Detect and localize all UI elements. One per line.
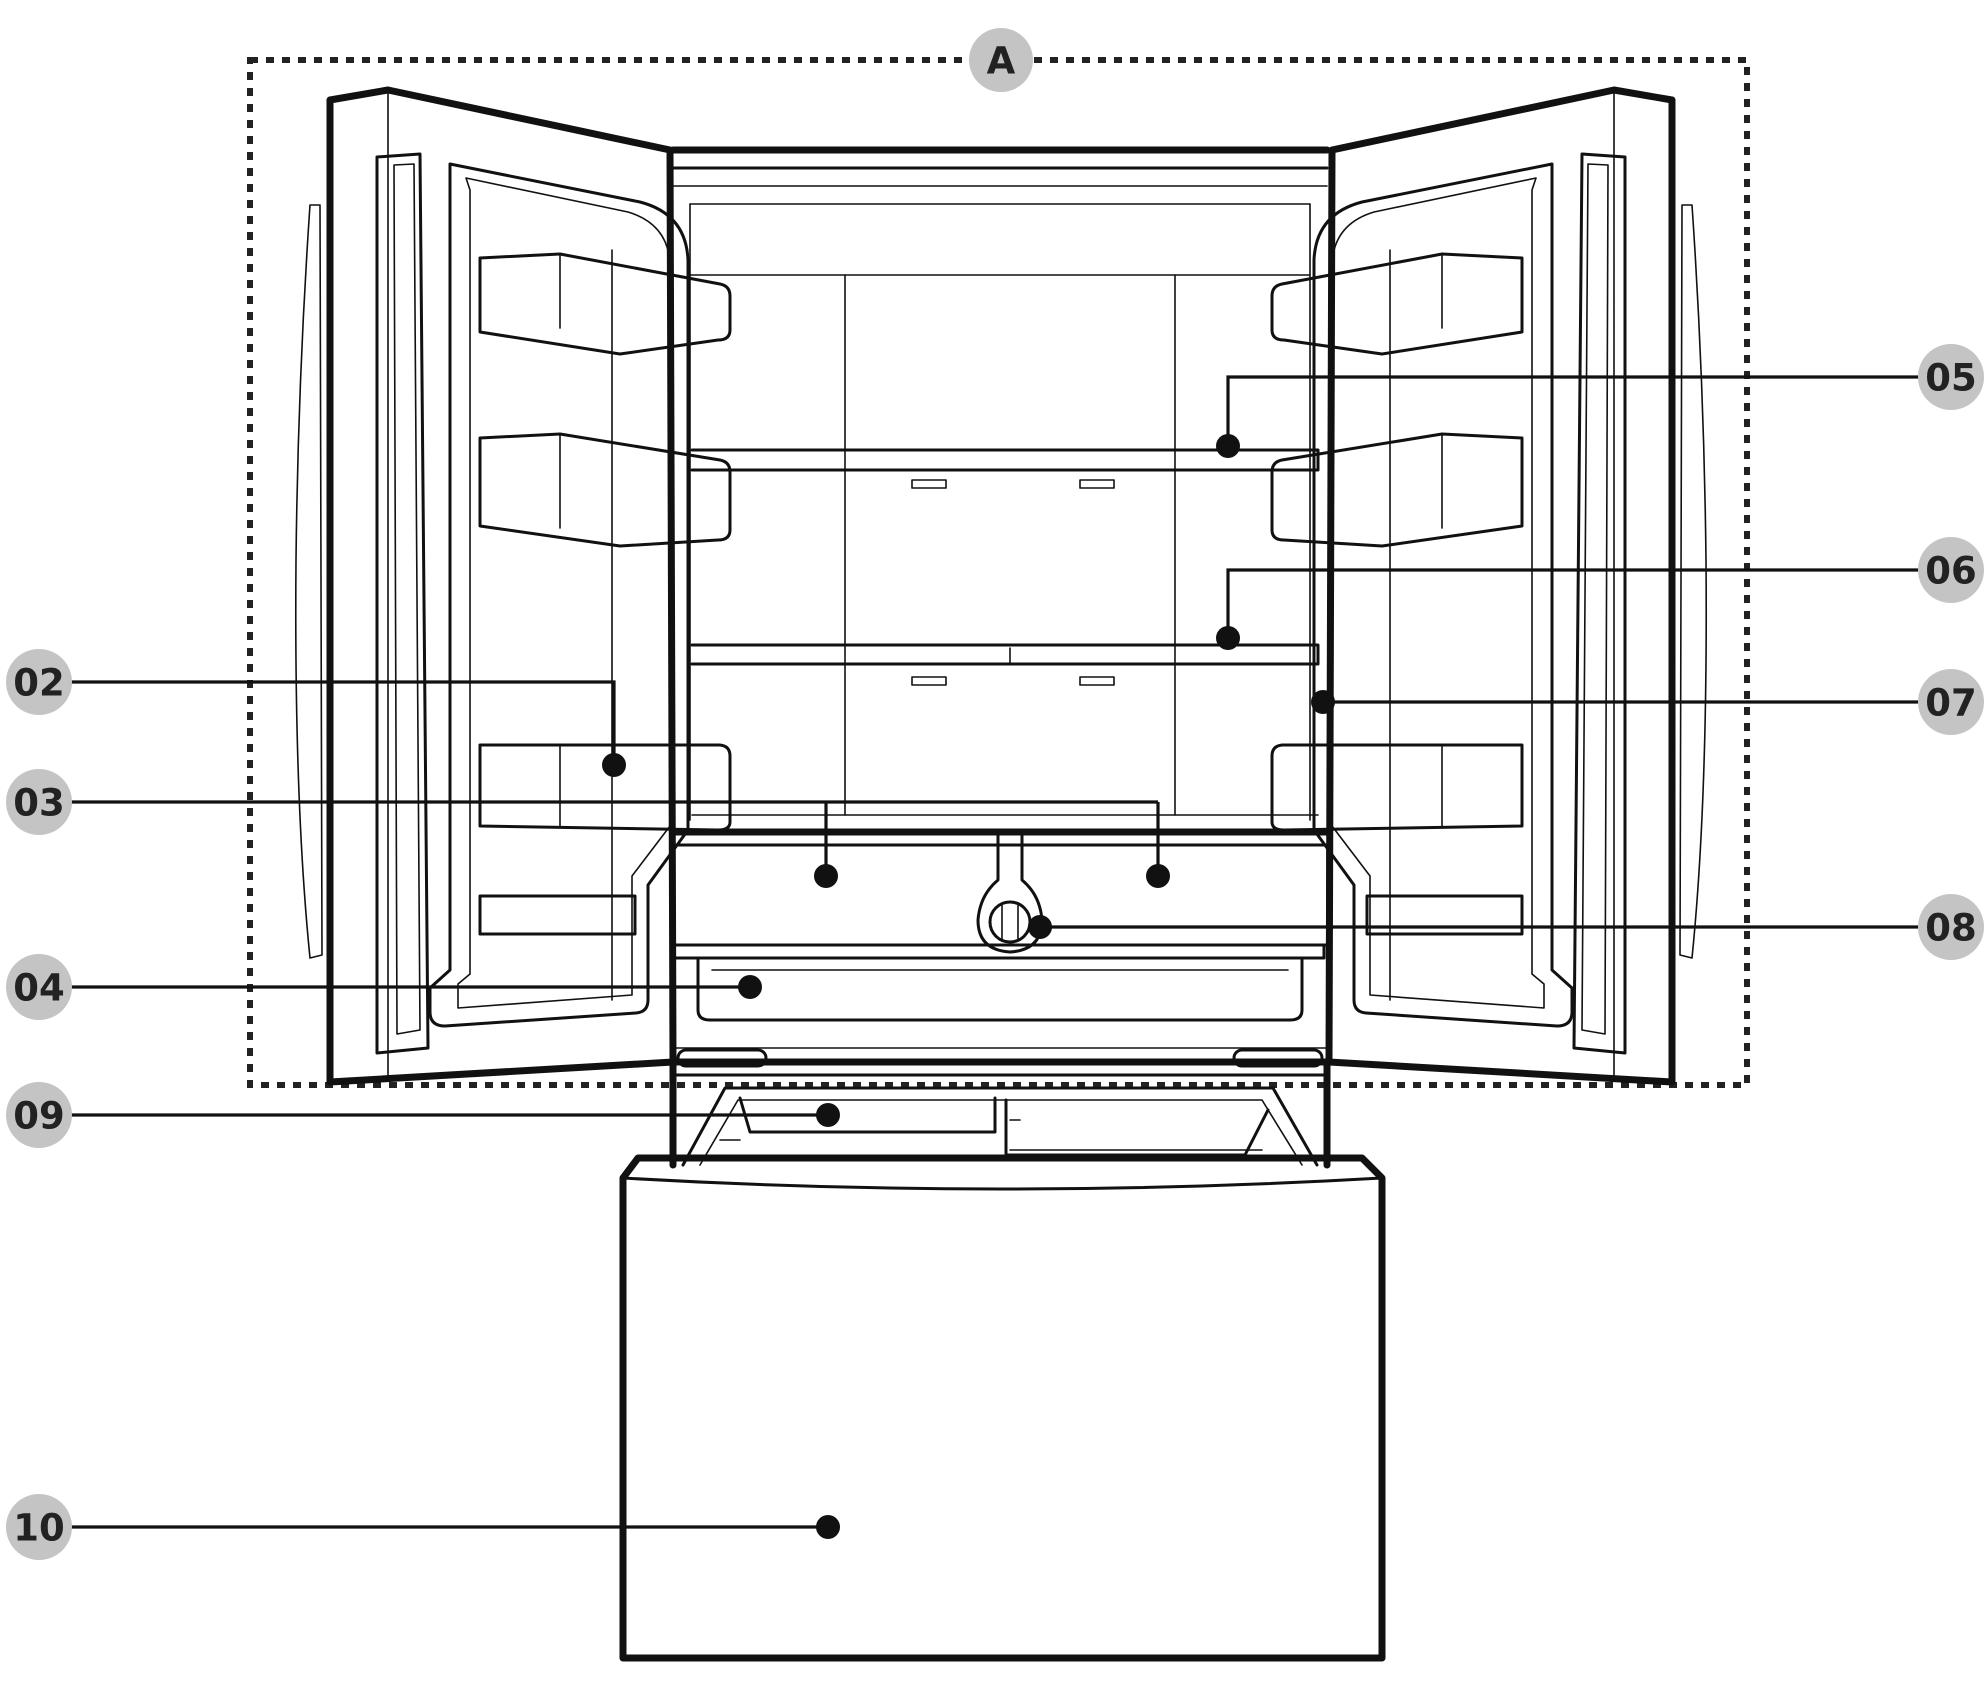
callout-02: 02	[6, 649, 626, 777]
callout-03: 03	[6, 769, 1170, 888]
callout-08: 08	[1028, 894, 1984, 960]
region-a-label: A	[987, 40, 1016, 83]
region-a-outline	[247, 57, 1750, 1088]
callout-09-label: 09	[13, 1095, 65, 1138]
cabinet-interior	[669, 146, 1331, 1169]
water-filter	[976, 830, 1044, 954]
callout-03-label: 03	[13, 782, 65, 825]
callout-05-label: 05	[1925, 357, 1977, 400]
region-a-badge: A	[969, 28, 1033, 92]
callout-04-label: 04	[13, 967, 65, 1010]
freezer-upper-drawer	[681, 1086, 1319, 1167]
callout-08-label: 08	[1925, 907, 1977, 950]
freezer-drawer	[619, 1154, 1386, 1662]
callout-06: 06	[1216, 537, 1984, 650]
shelf-upper	[690, 448, 1320, 472]
callout-06-label: 06	[1925, 550, 1977, 593]
callout-02-label: 02	[13, 662, 65, 705]
left-door	[294, 86, 732, 1086]
callout-09: 09	[6, 1082, 840, 1148]
deli-drawer	[674, 943, 1326, 960]
callout-04: 04	[6, 954, 762, 1020]
callout-10: 10	[6, 1494, 840, 1560]
shelf-middle	[690, 643, 1320, 666]
right-door	[1270, 86, 1708, 1086]
callout-10-label: 10	[13, 1507, 65, 1550]
callout-05: 05	[1216, 344, 1984, 458]
callout-07-label: 07	[1925, 682, 1977, 725]
callout-07: 07	[1311, 669, 1984, 735]
